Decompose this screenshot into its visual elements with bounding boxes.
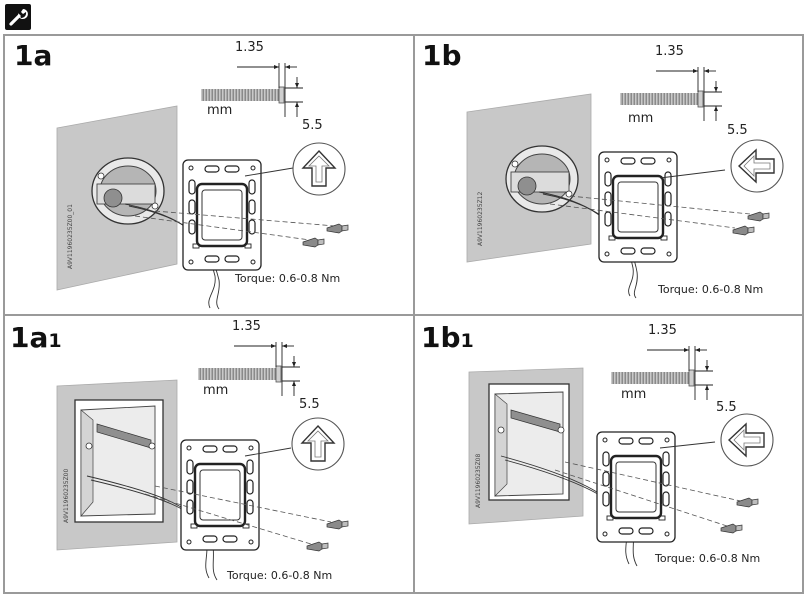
dim-unit: mm [628,111,654,126]
diagram-1a1 [56,341,349,581]
dim-unit: mm [621,387,647,402]
header-bar [0,0,809,34]
torque-label: Torque: 0.6-0.8 Nm [227,569,333,582]
torque-label: Torque: 0.6-0.8 Nm [655,552,761,565]
step-label-main: 1b [422,39,462,72]
step-label: 1b [422,42,462,73]
step-label: 1b1 [421,324,474,355]
dim-length: 5.5 [716,400,737,415]
panel-1a: 1a 1.35 mm 5.5 Torque: 0.6-0.8 Nm A9V119… [5,36,410,314]
diagram-1b [466,66,784,299]
part-code: A9V11960235Z12 [477,191,484,246]
part-code: A9V11960235Z00_01 [67,204,74,269]
step-label-sub: 1 [48,330,62,352]
dim-length: 5.5 [299,397,320,412]
panel-1b: 1b 1.35 mm 5.5 Torque: 0.6-0.8 Nm A9V119… [415,36,809,314]
dim-length: 5.5 [302,118,323,133]
dim-width: 1.35 [235,40,264,55]
dim-unit: mm [207,103,233,118]
step-label: 1a1 [10,324,62,355]
square-box [488,383,570,501]
wrench-icon [5,4,31,30]
part-code: A9V11960235Z08 [475,453,482,508]
dim-unit: mm [203,383,229,398]
round-box [505,145,579,213]
square-box [74,399,164,523]
step-label-main: 1a [10,321,49,354]
dim-width: 1.35 [232,319,261,334]
panel-1a1: 1a1 1.35 mm 5.5 Torque: 0.6-0.8 Nm A9V11… [5,316,410,594]
dim-width: 1.35 [648,323,677,338]
torque-label: Torque: 0.6-0.8 Nm [658,283,764,296]
panel-1b1: 1b1 1.35 mm 5.5 Torque: 0.6-0.8 Nm A9V11… [415,316,809,594]
round-box [91,157,165,225]
step-label-sub: 1 [460,330,474,352]
part-code: A9V11960235Z00 [63,468,70,523]
dim-length: 5.5 [727,123,748,138]
dim-width: 1.35 [655,44,684,59]
diagram-1a [56,62,349,310]
step-label-main: 1a [14,39,53,72]
grid-divider-horizontal [3,314,804,316]
step-label-main: 1b [421,321,461,354]
torque-label: Torque: 0.6-0.8 Nm [235,272,341,285]
step-label: 1a [14,42,52,73]
diagram-1b1 [468,345,774,567]
